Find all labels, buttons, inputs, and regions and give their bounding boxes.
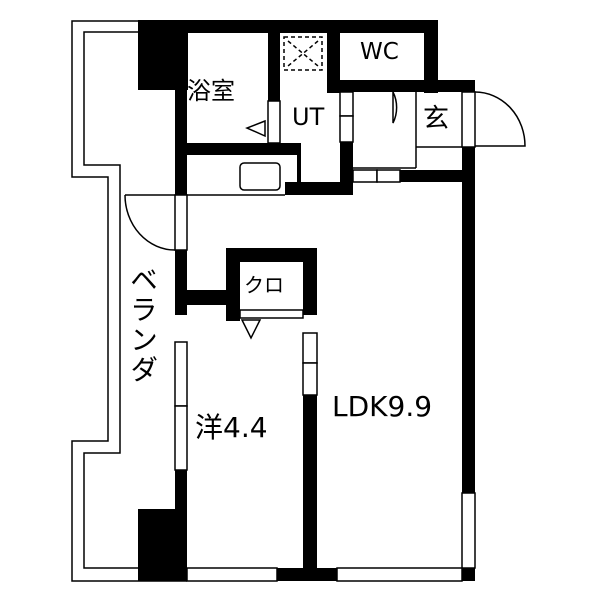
washer-space-icon [283, 36, 323, 71]
room-label-closet: クロ [244, 273, 284, 297]
room-label-ldk: LDK9.9 [332, 390, 433, 423]
windows-and-fixtures [174, 91, 476, 582]
room-label-toilet: WC [360, 39, 399, 65]
door-swings [124, 36, 526, 340]
room-label-bath: 浴室 [187, 77, 235, 105]
room-label-western-room: 洋4.4 [195, 411, 268, 444]
room-label-entrance: 玄 [423, 104, 450, 134]
room-label-balcony: ベランダ [126, 265, 159, 385]
balcony-outline [71, 20, 187, 582]
room-label-utility: UT [292, 103, 325, 131]
